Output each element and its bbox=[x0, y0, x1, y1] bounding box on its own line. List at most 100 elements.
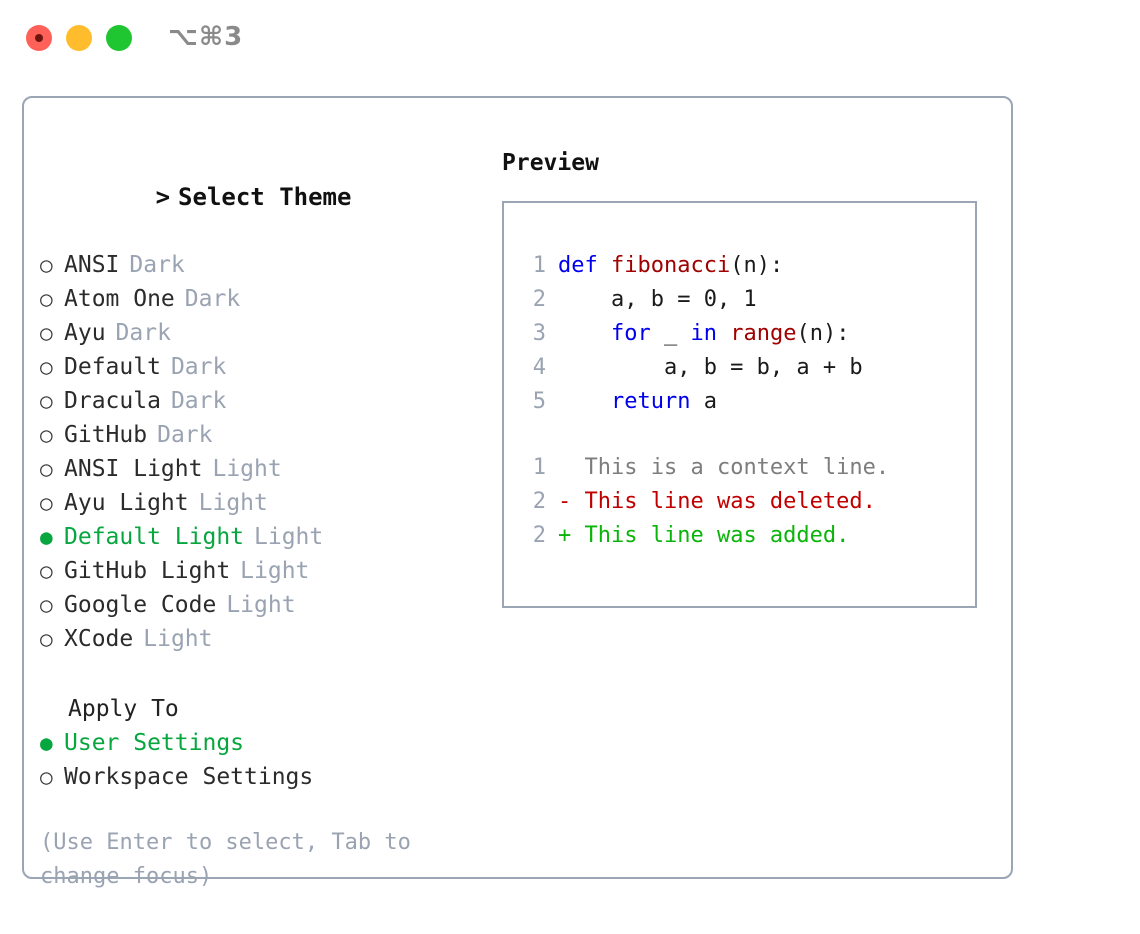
theme-list-item[interactable]: ○ Ayu Light Light bbox=[40, 486, 480, 520]
radio-unselected-icon: ○ bbox=[40, 765, 53, 789]
code-text: return a bbox=[558, 385, 717, 419]
code-token: (n): bbox=[730, 253, 784, 278]
radio-unselected-icon: ○ bbox=[40, 593, 53, 617]
theme-variant-tag: Light bbox=[143, 626, 213, 652]
theme-name: Google Code bbox=[64, 592, 217, 618]
line-number: 2 bbox=[532, 287, 546, 312]
code-line: 3 for _ in range(n): bbox=[518, 317, 967, 351]
zoom-button-icon[interactable] bbox=[106, 25, 132, 51]
line-number: 3 bbox=[532, 321, 546, 346]
theme-list-item[interactable]: ○ Default Dark bbox=[40, 350, 480, 384]
theme-name: XCode bbox=[64, 626, 134, 652]
code-token: (n): bbox=[796, 321, 850, 346]
code-line: 5 return a bbox=[518, 385, 967, 419]
theme-list-item[interactable]: ○ Dracula Dark bbox=[40, 384, 480, 418]
code-token: fibonacci bbox=[610, 253, 731, 278]
window-controls bbox=[26, 25, 132, 51]
code-text: def fibonacci(n): bbox=[558, 249, 783, 283]
diff-sample: 1 This is a context line.2- This line wa… bbox=[518, 451, 967, 553]
diff-marker: - bbox=[558, 489, 585, 514]
radio-unselected-icon: ○ bbox=[40, 287, 53, 311]
code-line: 4 a, b = b, a + b bbox=[518, 351, 967, 385]
apply-to-label: Apply To bbox=[68, 696, 179, 722]
line-number: 1 bbox=[532, 253, 546, 278]
theme-variant-tag: Light bbox=[254, 524, 324, 550]
select-theme-header-label: Select Theme bbox=[178, 183, 352, 211]
apply-to-option[interactable]: ● User Settings bbox=[40, 726, 480, 760]
theme-list-item[interactable]: ○ ANSI Light Light bbox=[40, 452, 480, 486]
diff-line: 2- This line was deleted. bbox=[518, 485, 967, 519]
theme-variant-tag: Dark bbox=[157, 422, 213, 448]
theme-name: GitHub bbox=[64, 422, 148, 448]
code-text: a, b = b, a + b bbox=[558, 351, 863, 385]
select-theme-header: >Select Theme bbox=[40, 146, 480, 248]
theme-variant-tag: Light bbox=[212, 456, 282, 482]
close-button-icon[interactable] bbox=[26, 25, 52, 51]
diff-text: This line was deleted. bbox=[584, 489, 876, 514]
theme-variant-tag: Light bbox=[198, 490, 268, 516]
apply-to-option-label: Workspace Settings bbox=[64, 764, 314, 790]
theme-name: Default bbox=[64, 354, 161, 380]
diff-line: 2+ This line was added. bbox=[518, 519, 967, 553]
line-number: 1 bbox=[532, 455, 546, 480]
radio-unselected-icon: ○ bbox=[40, 559, 53, 583]
theme-variant-tag: Dark bbox=[170, 354, 227, 380]
theme-variant-tag: Dark bbox=[129, 252, 185, 278]
theme-list-item[interactable]: ○ Google Code Light bbox=[40, 588, 480, 622]
code-token: in bbox=[690, 321, 717, 346]
diff-line: 1 This is a context line. bbox=[518, 451, 967, 485]
radio-selected-icon: ● bbox=[40, 731, 53, 755]
theme-name: Dracula bbox=[64, 388, 161, 414]
line-number: 2 bbox=[532, 523, 546, 548]
code-text: a, b = 0, 1 bbox=[558, 283, 757, 317]
theme-name: Ayu Light bbox=[64, 490, 189, 516]
line-number: 4 bbox=[532, 355, 546, 380]
code-token: _ bbox=[650, 321, 691, 346]
code-token: a, b = 0, 1 bbox=[558, 287, 757, 312]
theme-name: ANSI Light bbox=[64, 456, 203, 482]
code-token: a bbox=[690, 389, 717, 414]
theme-name: Atom One bbox=[64, 286, 175, 312]
diff-text: This is a context line. bbox=[584, 455, 890, 480]
code-line: 1 def fibonacci(n): bbox=[518, 249, 967, 283]
theme-variant-tag: Light bbox=[226, 592, 296, 618]
theme-name: ANSI bbox=[64, 252, 120, 278]
line-number: 2 bbox=[532, 489, 546, 514]
code-line: 2 a, b = 0, 1 bbox=[518, 283, 967, 317]
code-token: a, b = b, a + b bbox=[558, 355, 863, 380]
minimize-button-icon[interactable] bbox=[66, 25, 92, 51]
code-text: for _ in range(n): bbox=[558, 317, 849, 351]
radio-unselected-icon: ○ bbox=[40, 457, 53, 481]
code-token: for bbox=[610, 321, 651, 346]
code-token: range bbox=[730, 321, 797, 346]
radio-selected-icon: ● bbox=[40, 525, 53, 549]
spacer bbox=[40, 656, 480, 692]
radio-unselected-icon: ○ bbox=[40, 491, 53, 515]
code-token: return bbox=[610, 389, 691, 414]
theme-name: GitHub Light bbox=[64, 558, 231, 584]
apply-to-option-label: User Settings bbox=[64, 730, 245, 756]
title-bar: ⌥⌘3 bbox=[0, 0, 1140, 76]
theme-name: Default Light bbox=[64, 524, 245, 550]
radio-unselected-icon: ○ bbox=[40, 253, 53, 277]
theme-list-item[interactable]: ○ ANSI Dark bbox=[40, 248, 480, 282]
code-token bbox=[717, 321, 730, 346]
radio-unselected-icon: ○ bbox=[40, 355, 53, 379]
radio-unselected-icon: ○ bbox=[40, 389, 53, 413]
preview-title: Preview bbox=[502, 150, 599, 176]
apply-to-option[interactable]: ○ Workspace Settings bbox=[40, 760, 480, 794]
theme-variant-tag: Dark bbox=[170, 388, 227, 414]
theme-list-item[interactable]: ● Default Light Light bbox=[40, 520, 480, 554]
diff-marker: + bbox=[558, 523, 585, 548]
radio-unselected-icon: ○ bbox=[40, 321, 53, 345]
